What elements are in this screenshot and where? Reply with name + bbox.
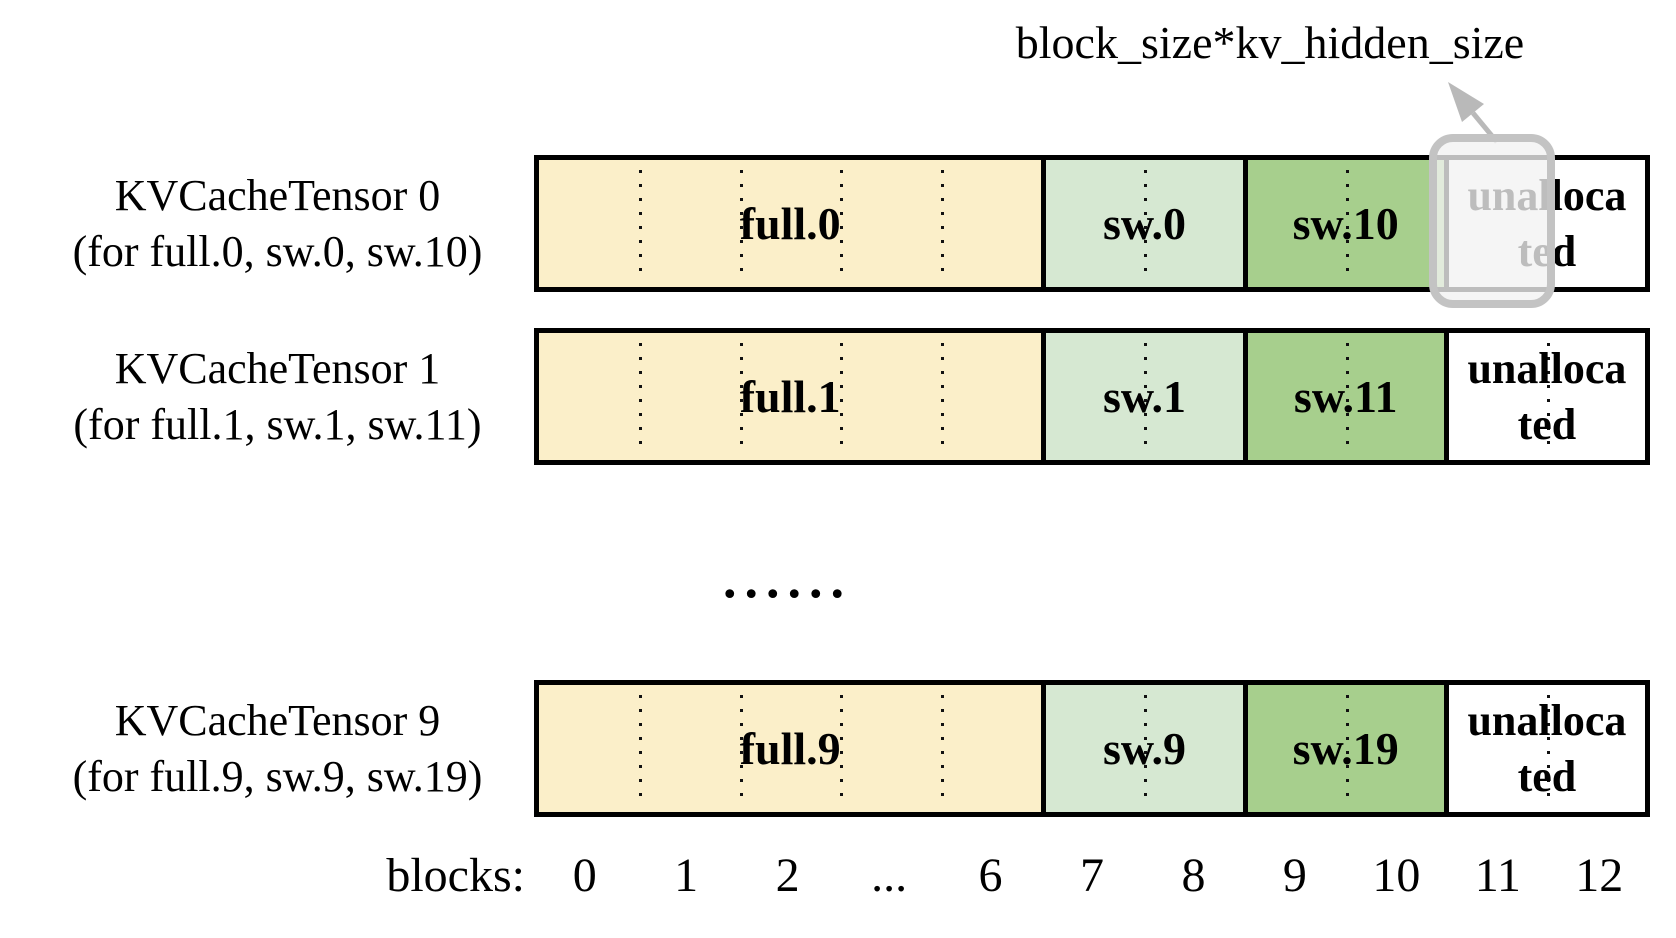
segment-sw-first: sw.1 [1041, 333, 1243, 460]
segment-label: full.9 [739, 723, 841, 774]
block-divider-line [940, 343, 944, 450]
block-divider-line [739, 170, 743, 277]
block-divider-line [840, 343, 844, 450]
block-tick: 9 [1282, 849, 1307, 902]
row-label: KVCacheTensor 9 (for full.9, sw.9, sw.19… [30, 693, 525, 805]
segment-label: sw.0 [1102, 198, 1187, 249]
segment-full: full.1 [539, 333, 1042, 460]
unallocated-line-2: ted [1517, 399, 1577, 449]
block-divider-line [1345, 695, 1349, 802]
segment-label: sw.19 [1292, 723, 1399, 774]
segment-sw-first: sw.0 [1041, 160, 1243, 287]
segment-label: unalloca ted [1467, 693, 1626, 805]
row-label: KVCacheTensor 0 (for full.0, sw.0, sw.10… [30, 168, 525, 280]
segment-label: sw.11 [1293, 371, 1398, 422]
segment-label: sw.1 [1102, 371, 1187, 422]
row-subtitle: (for full.9, sw.9, sw.19) [72, 751, 483, 801]
segment-sw-second: sw.11 [1242, 333, 1444, 460]
segment-label: full.1 [739, 371, 841, 422]
block-tick: 1 [674, 849, 699, 902]
blocks-axis-label: blocks: [386, 849, 525, 902]
segment-full: full.0 [539, 160, 1042, 287]
block-tick: 12 [1575, 849, 1624, 902]
block-divider-line [739, 343, 743, 450]
block-tick: 2 [775, 849, 800, 902]
segment-sw-second: sw.19 [1242, 685, 1444, 812]
block-tick: 7 [1079, 849, 1104, 902]
block-divider-line [840, 170, 844, 277]
block-tick: ... [871, 849, 908, 902]
block-highlight [1429, 134, 1555, 308]
block-tick: 6 [978, 849, 1003, 902]
block-divider-line [739, 695, 743, 802]
block-divider-line [1345, 343, 1349, 450]
segment-full: full.9 [539, 685, 1042, 812]
row-label: KVCacheTensor 1 (for full.1, sw.1, sw.11… [30, 341, 525, 453]
kv-cache-tensor-row-9: KVCacheTensor 9 (for full.9, sw.9, sw.19… [0, 680, 1676, 817]
block-tick: 11 [1474, 849, 1521, 902]
kv-cache-tensor-bar: full.1 sw.1 sw.11 unalloca ted [534, 328, 1650, 465]
segment-sw-first: sw.9 [1041, 685, 1243, 812]
row-title: KVCacheTensor 1 [114, 343, 441, 393]
block-divider-line [639, 170, 643, 277]
block-tick: 0 [572, 849, 597, 902]
segment-sw-second: sw.10 [1242, 160, 1444, 287]
block-divider-line [1546, 343, 1550, 450]
block-size-annotation-label: block_size*kv_hidden_size [1015, 17, 1525, 68]
block-divider-line [1345, 170, 1349, 277]
block-divider-line [639, 695, 643, 802]
kv-cache-tensor-row-1: KVCacheTensor 1 (for full.1, sw.1, sw.11… [0, 328, 1676, 465]
block-divider-line [1546, 695, 1550, 802]
unallocated-line-1: unalloca [1467, 343, 1627, 393]
kv-cache-tensor-bar: full.9 sw.9 sw.19 unalloca ted [534, 680, 1650, 817]
block-tick: 8 [1181, 849, 1206, 902]
block-divider-line [840, 695, 844, 802]
segment-unallocated: unalloca ted [1443, 685, 1645, 812]
segment-label: sw.10 [1292, 198, 1399, 249]
block-divider-line [1144, 170, 1148, 277]
kv-cache-tensor-row-0: KVCacheTensor 0 (for full.0, sw.0, sw.10… [0, 155, 1676, 292]
block-divider-line [940, 170, 944, 277]
row-subtitle: (for full.0, sw.0, sw.10) [72, 226, 483, 276]
block-divider-line [1144, 343, 1148, 450]
blocks-axis-ticks: 0 1 2 ... 6 7 8 9 10 11 12 [534, 848, 1650, 903]
row-title: KVCacheTensor 9 [114, 695, 441, 745]
row-title: KVCacheTensor 0 [114, 170, 441, 220]
block-divider-line [639, 343, 643, 450]
segment-unallocated: unalloca ted [1443, 333, 1645, 460]
rows-ellipsis: ...... [723, 549, 852, 609]
segment-label: unalloca ted [1467, 341, 1626, 453]
block-divider-line [1144, 695, 1148, 802]
segment-label: full.0 [739, 198, 841, 249]
unallocated-line-2: ted [1517, 751, 1577, 801]
unallocated-line-1: unalloca [1467, 695, 1627, 745]
block-divider-line [940, 695, 944, 802]
segment-label: sw.9 [1102, 723, 1187, 774]
row-subtitle: (for full.1, sw.1, sw.11) [73, 399, 482, 449]
block-tick: 10 [1372, 849, 1421, 902]
